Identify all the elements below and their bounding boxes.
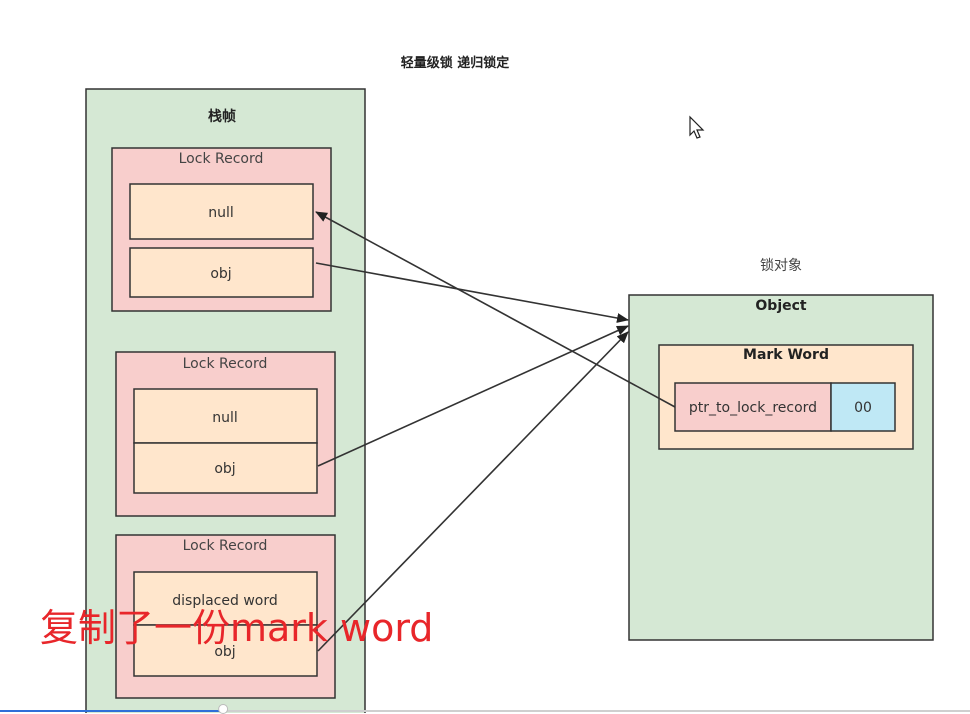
lock-record-1-cell-2-text: obj xyxy=(210,266,231,282)
mark-word-label: Mark Word xyxy=(743,347,829,363)
lock-object: Object Mark Word ptr_to_lock_record 00 xyxy=(628,294,934,641)
lock-record-1-cell-2 xyxy=(129,247,314,298)
lock-record-1-cell-1 xyxy=(129,183,314,240)
lock-record-1-label: Lock Record xyxy=(179,151,264,167)
lock-record-2-cell-1 xyxy=(133,388,318,444)
lock-record-3: Lock Record displaced word obj xyxy=(115,534,336,699)
lock-record-2-cell-1-text: null xyxy=(212,410,238,426)
lock-record-2-cell-2-text: obj xyxy=(214,461,235,477)
arrow-record-1-obj-to-object xyxy=(315,262,629,323)
progress-handle[interactable] xyxy=(218,704,229,714)
lock-record-3-cell-1-text: displaced word xyxy=(172,593,278,609)
overlay-annotation: 复制了一份mark word xyxy=(40,606,433,650)
mark-word-ptr-cell xyxy=(674,382,832,432)
lock-object-caption: 锁对象 xyxy=(760,258,802,274)
lock-record-2: Lock Record null obj xyxy=(115,351,336,517)
object-label: Object xyxy=(755,298,807,314)
diagram-title: 轻量级锁 递归锁定 xyxy=(401,55,510,71)
lock-record-3-label: Lock Record xyxy=(183,538,268,554)
mark-word-bits-text: 00 xyxy=(854,400,872,416)
arrow-record-2-obj-to-object xyxy=(317,325,629,467)
cursor-icon xyxy=(689,115,705,139)
lock-record-3-cell-2-text: obj xyxy=(214,644,235,660)
arrow-ptr-to-lock-record-1 xyxy=(315,211,676,408)
stack-frame-label: 栈帧 xyxy=(208,108,236,125)
mark-word-bits-cell xyxy=(830,382,896,432)
arrow-record-3-obj-to-object xyxy=(317,331,629,652)
lock-record-1: Lock Record null obj xyxy=(111,147,332,312)
video-progress-bar[interactable] xyxy=(0,704,970,714)
mark-word-ptr-text: ptr_to_lock_record xyxy=(689,400,817,416)
lock-record-1-cell-1-text: null xyxy=(208,205,234,221)
lock-record-2-label: Lock Record xyxy=(183,356,268,372)
lock-record-2-cell-2 xyxy=(133,442,318,494)
lock-record-3-cell-2 xyxy=(133,624,318,677)
